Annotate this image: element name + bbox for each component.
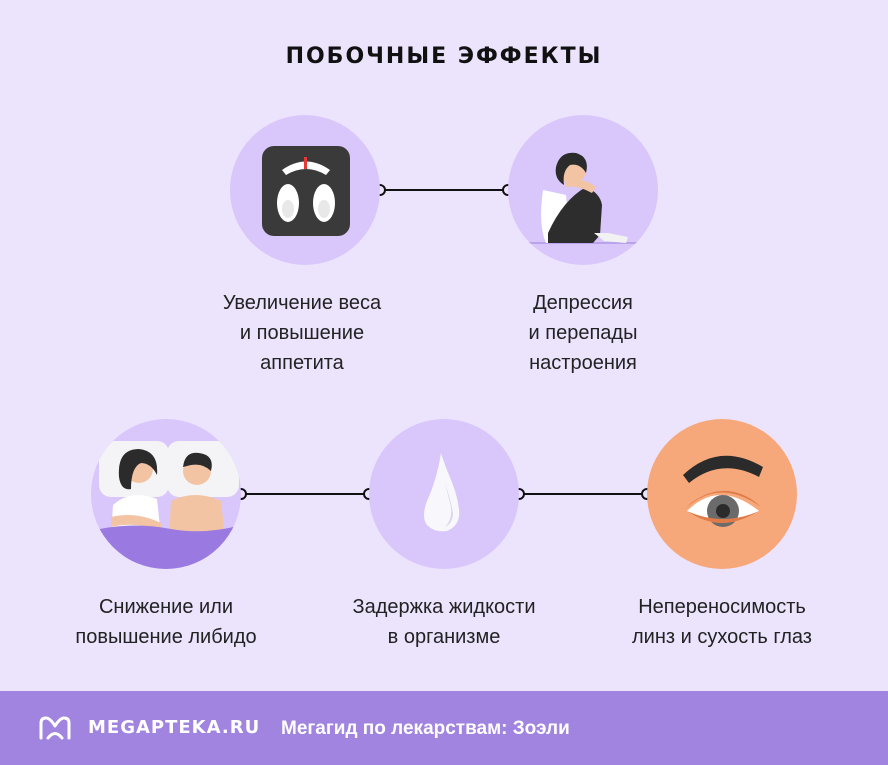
footer-brand[interactable]: MEGAPTEKA.RU (88, 717, 261, 738)
couple-in-bed-icon (91, 419, 241, 569)
footer-tagline: Мегагид по лекарствам: Зоэли (281, 718, 570, 739)
effect-label-dry-eye: Непереносимость линз и сухость глаз (632, 596, 812, 648)
effect-depression-circle (508, 115, 658, 265)
effect-weight-gain-circle (230, 115, 380, 265)
depressed-person-icon (508, 115, 658, 265)
megapteka-logo-icon (39, 716, 71, 740)
footer-bar: MEGAPTEKA.RU Мегагид по лекарствам: Зоэл… (0, 691, 888, 765)
page-title: ПОБОЧНЫЕ ЭФФЕКТЫ (285, 44, 603, 69)
effect-fluid-retention-circle (369, 419, 519, 569)
effect-dry-eye-circle (647, 419, 797, 569)
effect-label-weight-gain: Увеличение веса и повышение аппетита (222, 292, 382, 374)
effect-libido-circle (91, 419, 241, 569)
effect-label-libido: Снижение или повышение либидо (75, 596, 257, 648)
water-drop-icon (369, 419, 519, 569)
eye-icon (647, 419, 797, 569)
effect-label-fluid-retention: Задержка жидкости в организме (352, 596, 536, 648)
scale-icon (230, 115, 380, 265)
effect-label-depression: Депрессия и перепады настроения (528, 292, 638, 374)
